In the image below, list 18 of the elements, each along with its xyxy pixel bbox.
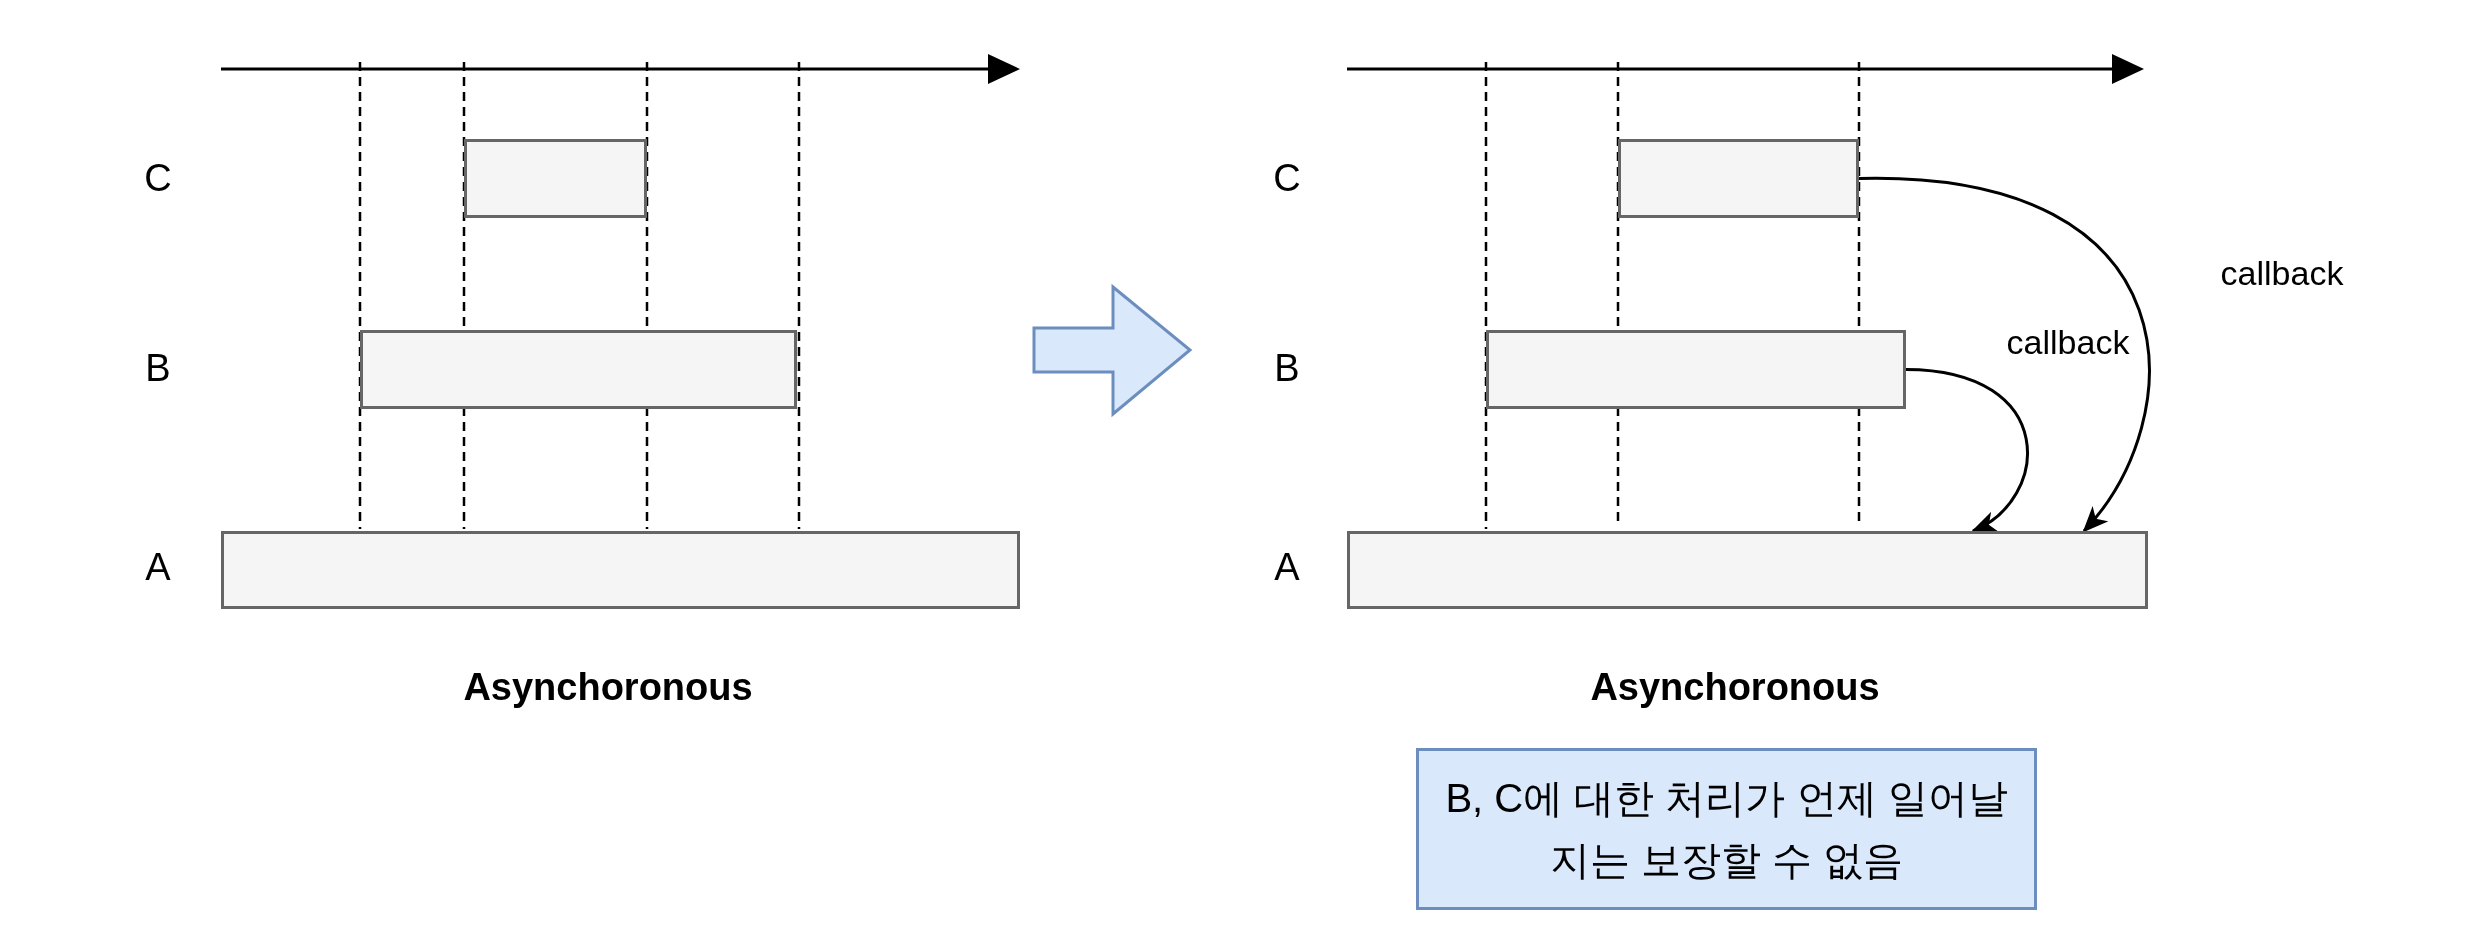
process-bar [221,531,1020,609]
row-label: A [1274,545,1300,589]
row-label: B [145,346,171,390]
panel-caption: Asynchoronous [1590,665,1880,709]
process-bar [1347,531,2148,609]
row-label: A [145,545,171,589]
callback-arrow [1858,177,2150,533]
row-label: C [1273,156,1301,200]
process-bar [1618,139,1859,218]
row-label: C [144,156,172,200]
note-box [1416,748,2037,910]
process-bar [1486,330,1906,409]
process-bar [464,139,647,218]
row-label: B [1274,346,1300,390]
note-text: B, C에 대한 처리가 언제 일어날지는 보장할 수 없음 [1444,775,2009,884]
panel-caption: Asynchoronous [463,665,753,709]
process-bar [360,330,797,409]
callback-arrow [1905,368,2029,533]
